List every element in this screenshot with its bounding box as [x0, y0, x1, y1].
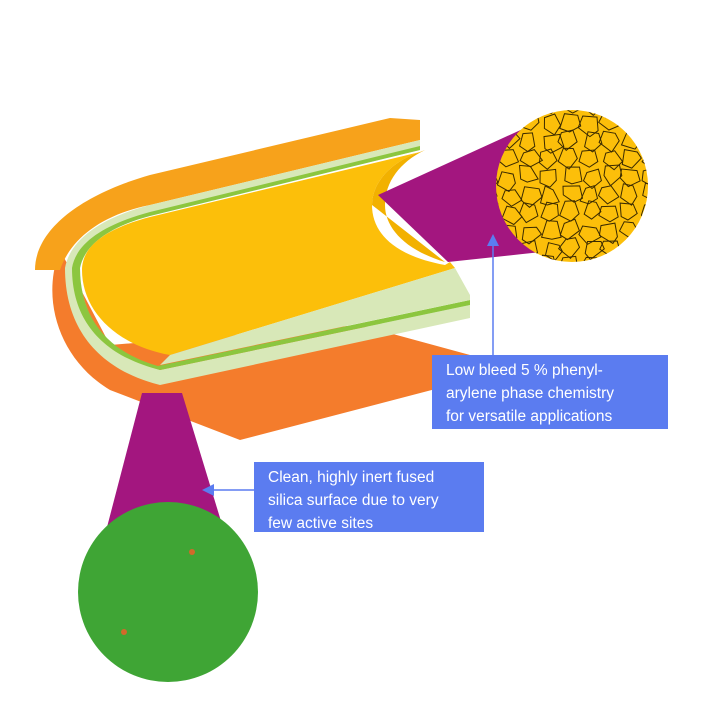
polymer-cell — [640, 202, 648, 228]
callout-silica-box — [254, 462, 484, 532]
polymer-cell — [501, 205, 523, 226]
polymer-cell — [518, 110, 536, 116]
polymer-cell — [640, 129, 648, 150]
polymer-cell — [496, 258, 519, 262]
polymer-cell — [620, 110, 639, 117]
polymer-cell — [500, 110, 521, 112]
polymer-cell — [558, 255, 579, 262]
column-tube — [35, 118, 470, 440]
silica-zoom — [78, 393, 258, 682]
polymer-cell — [643, 220, 648, 243]
polymer-cell — [519, 149, 544, 168]
polymer-cell — [641, 167, 648, 187]
polymer-cell — [539, 110, 562, 114]
callout-silica-line-2: silica surface due to very — [268, 492, 439, 509]
polymer-cell — [544, 242, 563, 262]
callout-silica-line-1: Clean, highly inert fused — [268, 469, 435, 486]
polymer-cell — [579, 185, 599, 205]
polymer-cell — [496, 110, 500, 116]
polymer-cell — [583, 110, 603, 116]
tube-inner-curve — [372, 150, 445, 262]
polymer-cell — [539, 168, 557, 188]
polymer-cell — [597, 185, 620, 205]
polymer-cell — [540, 220, 562, 240]
polymer-cell — [519, 132, 536, 153]
active-site-2 — [121, 629, 127, 635]
polymer-cell — [518, 202, 539, 224]
polymer-cell — [543, 113, 562, 136]
tube-outer-top — [35, 118, 420, 270]
polymer-cell — [518, 164, 539, 183]
callout-phase-text: Low bleed 5 % phenyl- arylene phase chem… — [432, 355, 668, 429]
polymer-cell — [599, 257, 621, 262]
polymer-cell — [603, 164, 623, 187]
tube-inner-light — [160, 268, 470, 365]
phase-zoom — [378, 110, 648, 262]
polymer-cell — [583, 200, 602, 220]
callout-silica-text: Clean, highly inert fused silica surface… — [254, 462, 484, 532]
polymer-cell — [598, 130, 620, 153]
polymer-cell — [577, 115, 599, 138]
tube-green-stripe — [72, 146, 470, 370]
polymer-cell — [642, 182, 648, 202]
polymer-cell — [538, 148, 558, 170]
polymer-cell — [578, 149, 599, 168]
polymer-cell — [539, 254, 557, 262]
polymer-cell — [521, 226, 543, 245]
polymer-cell — [496, 258, 498, 262]
polymer-cell — [619, 202, 638, 221]
active-site-1 — [189, 549, 195, 555]
callout-phase-line-2: arylene phase chemistry — [446, 385, 614, 402]
callout-phase-line-3: for versatile applications — [446, 408, 613, 425]
polymer-cell — [640, 110, 648, 119]
polymer-cell — [642, 114, 648, 135]
callout-silica-line-3: few active sites — [268, 515, 374, 532]
polymer-cell — [578, 225, 602, 245]
polymer-cell — [598, 205, 619, 223]
polymer-cell — [621, 239, 643, 258]
tube-stationary-phase — [82, 152, 455, 355]
polymer-cell — [520, 186, 543, 208]
polymer-cell — [559, 218, 581, 241]
tube-light-stripe — [65, 140, 470, 385]
polymer-cell — [622, 255, 640, 262]
polymer-cell — [562, 110, 581, 114]
polymer-cell — [598, 222, 618, 245]
polymer-cell — [496, 115, 503, 134]
polymer-cell — [562, 185, 584, 203]
callout-phase-box — [432, 355, 668, 429]
polymer-cell — [621, 149, 642, 169]
polymer-cell — [618, 114, 640, 132]
polymer-cell — [540, 201, 559, 222]
polymer-cell — [641, 239, 648, 258]
polymer-cell — [501, 189, 523, 207]
polymer-cell — [520, 255, 540, 262]
polymer-cell — [642, 257, 648, 262]
polymer-cell — [602, 150, 624, 171]
polymer-cell — [539, 185, 560, 206]
callout-phase-line-1: Low bleed 5 % phenyl- — [446, 362, 603, 379]
silica-zoom-circle — [78, 502, 258, 682]
polymer-cell — [582, 168, 602, 190]
polymer-cell — [564, 166, 583, 185]
polymer-cell — [501, 112, 521, 130]
polymer-cell — [557, 129, 578, 151]
polymer-cell — [597, 110, 620, 119]
